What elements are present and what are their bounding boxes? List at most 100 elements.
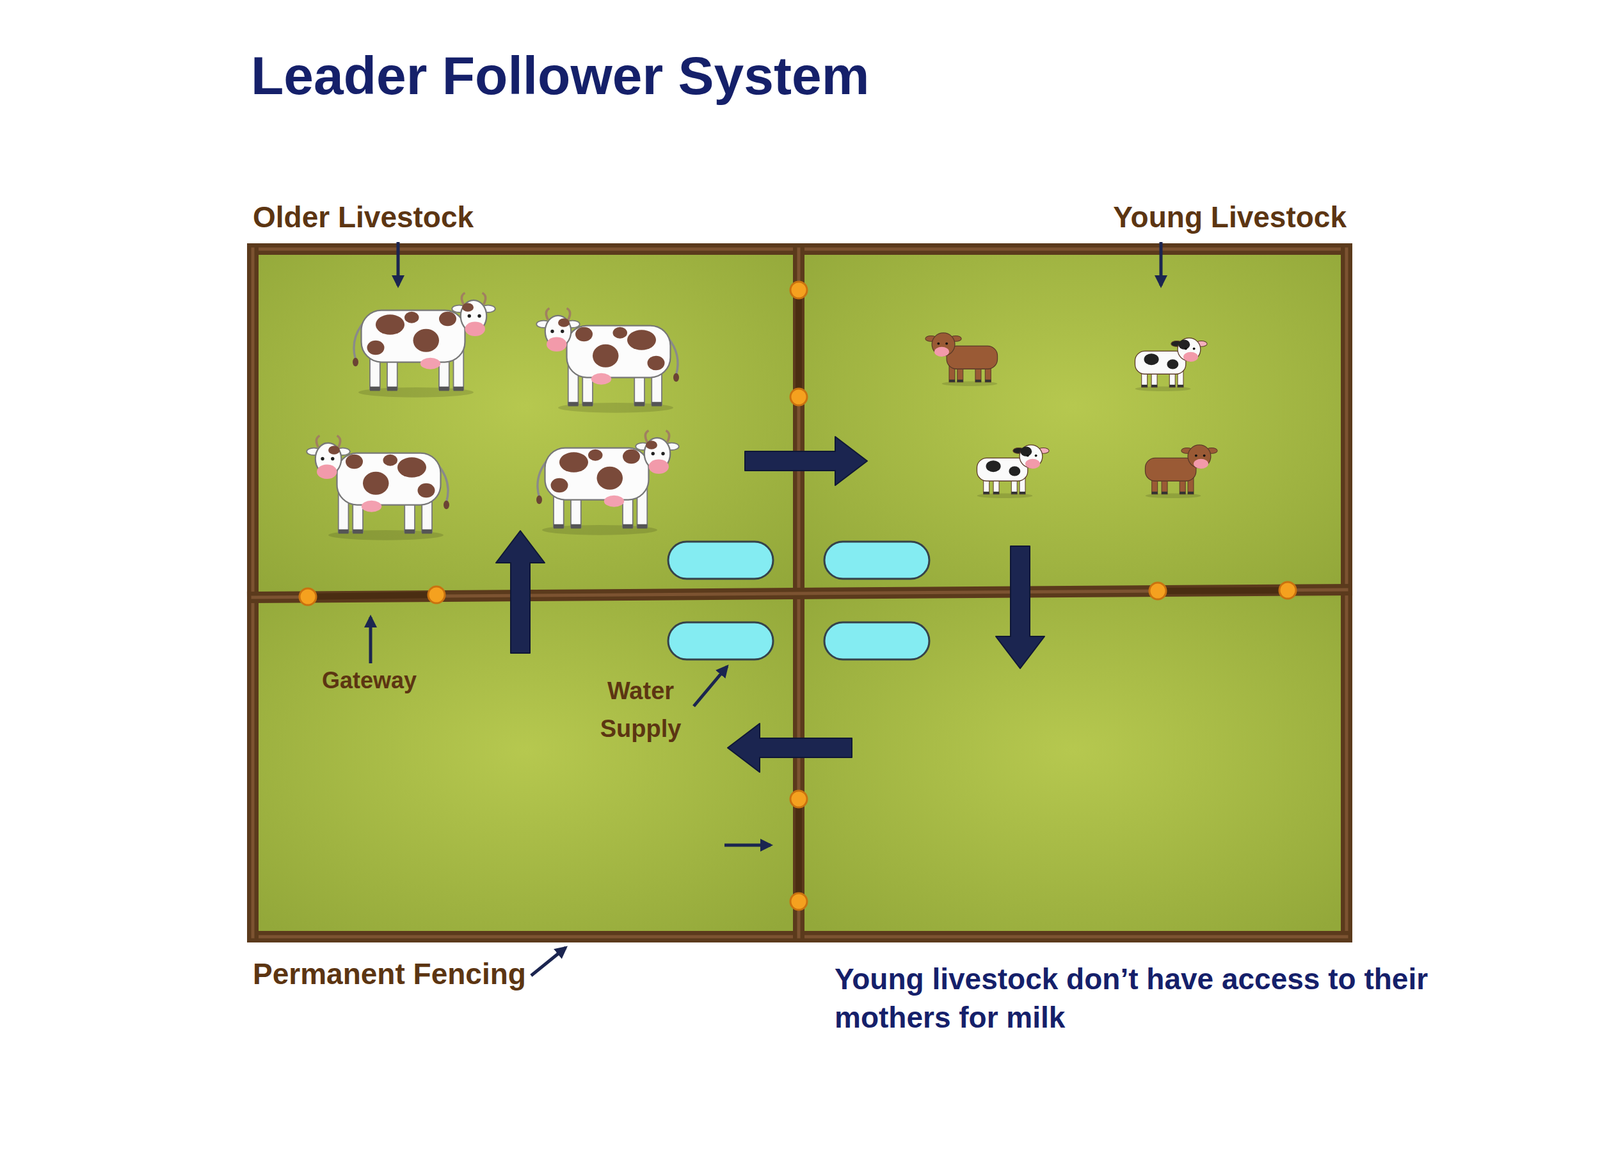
hoof — [1177, 384, 1184, 388]
hoof — [949, 379, 955, 383]
eye — [1026, 454, 1030, 457]
internal-fence — [252, 589, 1347, 598]
head-spot — [645, 440, 658, 450]
hoof — [570, 524, 582, 529]
body — [337, 453, 441, 505]
spot — [575, 327, 593, 342]
hoof — [1141, 384, 1148, 388]
muzzle — [1025, 458, 1040, 469]
eye — [936, 342, 940, 345]
hoof — [439, 386, 450, 392]
hoof — [421, 529, 432, 534]
gate-post — [299, 588, 317, 605]
spot — [1166, 359, 1179, 369]
body — [361, 310, 466, 363]
leader-arrow — [693, 666, 728, 706]
muzzle — [546, 337, 568, 352]
leader-arrow — [396, 241, 400, 286]
spot — [367, 340, 385, 356]
internal-fence-rail — [252, 589, 1347, 598]
eye — [1184, 347, 1188, 351]
udder — [420, 357, 441, 370]
udder — [591, 373, 612, 385]
hoof — [1019, 491, 1026, 495]
head-spot — [558, 318, 570, 328]
part-label: Gateway — [321, 666, 417, 694]
eye — [1192, 347, 1196, 351]
tail-tuft — [352, 357, 359, 367]
udder — [604, 495, 625, 507]
group-label: Older Livestock — [252, 199, 474, 235]
part-label: Water Supply — [592, 672, 689, 748]
older-cow — [536, 308, 680, 413]
hoof — [957, 379, 964, 383]
older-cow — [536, 430, 680, 536]
hoof — [634, 401, 645, 407]
body — [1144, 457, 1196, 481]
body — [946, 345, 998, 369]
eye — [550, 329, 554, 333]
body — [1134, 350, 1186, 374]
udder — [361, 500, 383, 512]
head-spot — [1020, 446, 1032, 456]
leader-arrow — [1159, 241, 1163, 286]
spot — [627, 329, 656, 351]
water-trough — [668, 541, 774, 579]
rotation-arrow — [995, 545, 1045, 669]
muzzle — [316, 464, 338, 480]
group-label: Young Livestock — [1112, 199, 1347, 235]
gate-post — [428, 586, 445, 603]
hoof — [568, 401, 579, 407]
eye — [651, 451, 655, 456]
muzzle — [1183, 352, 1199, 362]
hoof — [1187, 491, 1194, 495]
hoof — [1169, 384, 1176, 388]
spot — [613, 327, 628, 339]
rotation-arrow — [744, 436, 868, 486]
paddock — [798, 597, 1347, 937]
body — [976, 457, 1028, 481]
hoof — [1152, 491, 1158, 495]
eye — [320, 456, 324, 461]
rotation-arrow — [727, 723, 852, 772]
spot — [439, 311, 457, 327]
leader-arrow — [724, 843, 771, 847]
spot — [551, 478, 569, 493]
spot — [592, 344, 619, 368]
tail-tuft — [536, 495, 543, 505]
body — [545, 448, 649, 500]
hoof — [387, 386, 398, 392]
gateway — [307, 594, 437, 597]
spot — [413, 328, 440, 352]
tail-tuft — [443, 500, 450, 510]
part-label: Permanent Fencing — [252, 956, 527, 991]
hoof — [453, 386, 464, 392]
head-spot — [462, 302, 474, 312]
gate-post — [790, 281, 808, 299]
gateway — [1157, 590, 1288, 591]
spot — [1008, 465, 1021, 476]
hoof — [338, 529, 349, 534]
gate-post — [1149, 582, 1167, 600]
hoof — [975, 379, 982, 383]
young-calf — [925, 332, 998, 386]
hoof — [984, 379, 991, 383]
spot — [1144, 353, 1160, 365]
spot — [647, 355, 665, 371]
water-trough — [824, 541, 930, 579]
leader-arrow — [531, 947, 566, 976]
spot — [383, 454, 399, 466]
eye — [1194, 454, 1198, 457]
hoof — [1161, 491, 1168, 495]
gate-post — [790, 790, 808, 808]
gate-post — [1279, 581, 1296, 599]
gate-post — [790, 892, 808, 910]
eye — [1034, 454, 1038, 457]
hoof — [1179, 491, 1186, 495]
gateway — [795, 289, 802, 397]
body — [567, 325, 671, 378]
spot — [375, 314, 405, 335]
muzzle — [465, 321, 486, 337]
eye — [330, 456, 335, 461]
young-calf — [976, 444, 1049, 498]
